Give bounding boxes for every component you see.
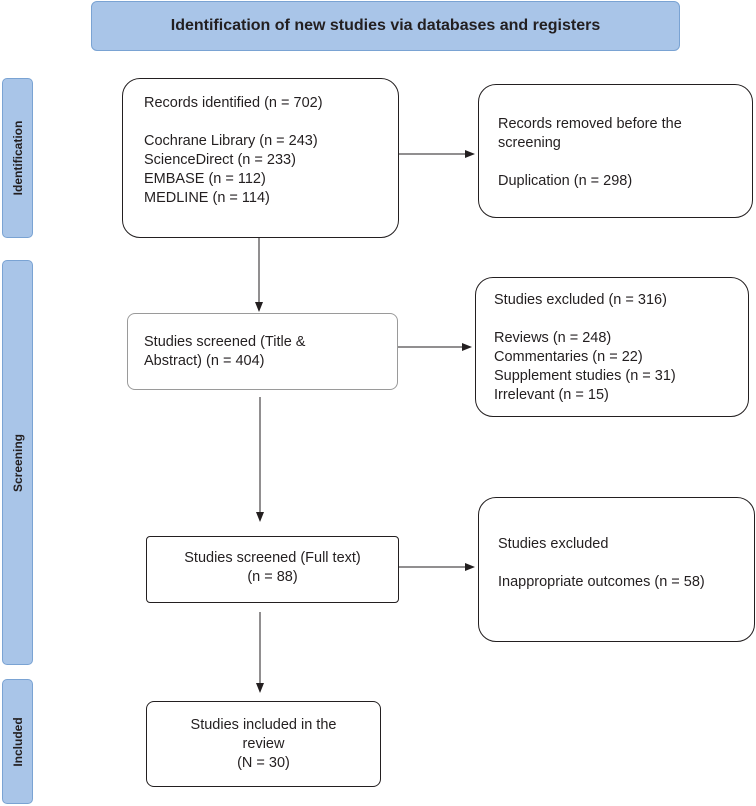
screened-title-abstract-line1: Studies screened (Title & [144,334,306,350]
stage-screening-label: Screening [10,433,25,492]
screened-full-text-box: Studies screened (Full text) (n = 88) [146,536,399,603]
diagram-header-title: Identification of new studies via databa… [170,17,601,34]
stage-identification-label: Identification [10,120,25,196]
source-item: ScienceDirect (n = 233) [144,152,296,168]
source-item: EMBASE (n = 112) [144,171,266,187]
studies-excluded-second-box: Studies excluded Inappropriate outcomes … [478,497,755,642]
screened-title-abstract-line2: Abstract) (n = 404) [144,353,265,369]
studies-included-line2: review [242,736,285,752]
records-removed-title-line1: Records removed before the [498,116,682,132]
exclusion-reason: Commentaries (n = 22) [494,349,643,365]
stage-included: Included [2,679,33,804]
screened-full-text-line2: (n = 88) [247,569,298,585]
studies-included-box: Studies included in the review (N = 30) [146,701,381,787]
diagram-header: Identification of new studies via databa… [91,1,680,51]
records-removed-box: Records removed before the screening Dup… [478,84,753,218]
records-removed-title-line2: screening [498,135,561,151]
screened-full-text-line1: Studies screened (Full text) [184,550,361,566]
stage-included-label: Included [10,716,25,767]
screened-title-abstract-box: Studies screened (Title & Abstract) (n =… [127,313,398,390]
studies-excluded-first-title: Studies excluded (n = 316) [494,292,667,308]
exclusion-reason: Irrelevant (n = 15) [494,387,609,403]
exclusion-reason: Supplement studies (n = 31) [494,368,676,384]
studies-included-line3: (N = 30) [237,755,290,771]
records-identified-box: Records identified (n = 702) Cochrane Li… [122,78,399,238]
studies-excluded-first-box: Studies excluded (n = 316) Reviews (n = … [475,277,749,417]
source-item: MEDLINE (n = 114) [144,190,270,206]
studies-excluded-second-title: Studies excluded [498,536,609,552]
source-item: Cochrane Library (n = 243) [144,133,318,149]
studies-included-line1: Studies included in the [190,717,337,733]
duplication-count: Duplication (n = 298) [498,173,633,189]
exclusion-reason: Reviews (n = 248) [494,330,612,346]
stage-identification: Identification [2,78,33,238]
records-identified-title: Records identified (n = 702) [144,95,323,111]
inappropriate-outcomes-count: Inappropriate outcomes (n = 58) [498,574,705,590]
stage-screening: Screening [2,260,33,665]
